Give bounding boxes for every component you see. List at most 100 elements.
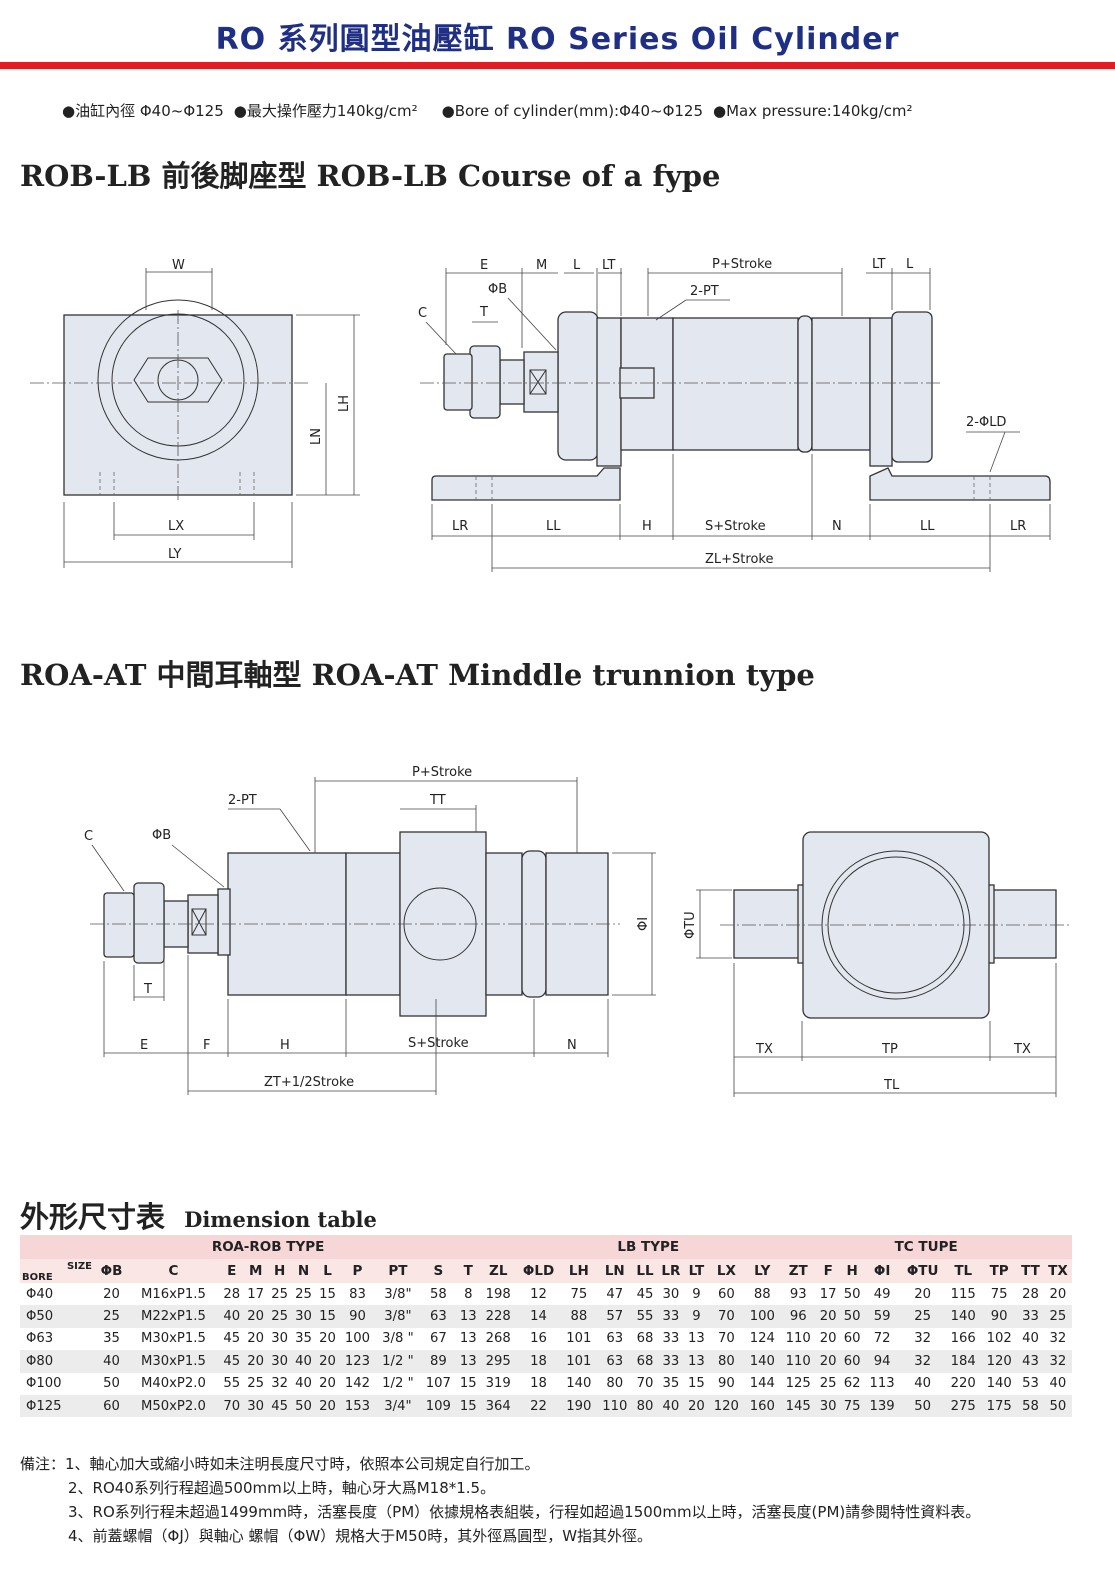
lb-front-plate xyxy=(596,317,622,467)
table-cell: 364 xyxy=(480,1394,517,1418)
table-cell: 63 xyxy=(596,1350,633,1373)
table-cell: 49 xyxy=(864,1283,901,1306)
lb-drawing: W LX LY LN LH xyxy=(30,257,1051,572)
table-cell: 90 xyxy=(339,1305,376,1328)
column-header: C xyxy=(127,1259,220,1283)
table-cell: 20 xyxy=(96,1283,128,1306)
note-4: 4、前蓋螺帽（ΦJ）與軸心 螺帽（ΦW）規格大于M50時，其外徑爲圓型，W指其外… xyxy=(68,1527,653,1545)
table-cell: 25 xyxy=(816,1372,841,1395)
table-cell: 3/8" xyxy=(375,1283,421,1306)
table-cell: 50 xyxy=(1043,1394,1072,1418)
table-cell: 96 xyxy=(780,1305,817,1328)
table-cell: 175 xyxy=(981,1394,1018,1418)
table-cell: 40 xyxy=(96,1350,128,1373)
table-cell: 15 xyxy=(315,1283,340,1306)
bore-cell: Φ50 xyxy=(20,1305,96,1328)
table-cell: 18 xyxy=(516,1350,561,1373)
table-cell: 32 xyxy=(900,1350,946,1373)
table-title-cn: 外形尺寸表 xyxy=(20,1200,166,1234)
table-cell: 68 xyxy=(632,1350,658,1373)
page-title: RO 系列圓型油壓缸 RO Series Oil Cylinder xyxy=(215,22,900,57)
table-cell: 102 xyxy=(981,1327,1018,1351)
label-l-rear: L xyxy=(906,257,914,272)
table-cell: 25 xyxy=(243,1372,268,1395)
lb-rear-flange xyxy=(891,311,933,463)
table-cell: 50 xyxy=(900,1394,946,1418)
table-cell: 33 xyxy=(657,1327,685,1351)
leader-phi-b xyxy=(507,297,557,351)
bore-cell: Φ63 xyxy=(20,1327,96,1351)
column-header: LH xyxy=(560,1259,597,1283)
table-cell: 70 xyxy=(632,1372,658,1395)
table-cell: 140 xyxy=(744,1350,781,1373)
table-cell: 16 xyxy=(516,1327,561,1351)
label-lr-rear: LR xyxy=(1010,519,1026,534)
at-rod-flat-x xyxy=(191,908,207,936)
label-e: E xyxy=(480,258,488,273)
spec-bore-cn: ●油缸內徑 Φ40~Φ125 xyxy=(62,102,224,120)
table-cell: 14 xyxy=(516,1305,561,1328)
size-bore-cell: SIZE BORE xyxy=(20,1259,96,1283)
table-cell: 3/4" xyxy=(375,1394,421,1418)
label-m: M xyxy=(536,258,547,273)
group-lb: LB TYPE xyxy=(516,1235,781,1259)
table-cell: 184 xyxy=(945,1350,982,1373)
at-trunnion-pin-left xyxy=(733,889,803,959)
leader-phi-b xyxy=(171,844,225,888)
table-cell: 125 xyxy=(780,1372,817,1395)
table-cell: 50 xyxy=(840,1283,865,1306)
at-side-view: P+Stroke TT 2-PT C ΦB ΦI T E F H S+ xyxy=(84,765,656,1095)
column-header: TT xyxy=(1017,1259,1044,1283)
label-e: E xyxy=(140,1038,148,1053)
label-c: C xyxy=(418,306,427,321)
label-phi-tu: ΦTU xyxy=(683,911,698,939)
table-cell: 123 xyxy=(339,1350,376,1373)
table-cell: 100 xyxy=(339,1327,376,1351)
column-header: ZT xyxy=(780,1259,817,1283)
label-f: F xyxy=(203,1038,210,1053)
table-cell: 94 xyxy=(864,1350,901,1373)
lb-front-foot xyxy=(431,467,621,501)
table-cell: 13 xyxy=(684,1327,709,1351)
table-cell: 20 xyxy=(243,1305,268,1328)
table-cell: 1/2 " xyxy=(375,1372,421,1395)
table-cell: M40xP2.0 xyxy=(127,1372,220,1395)
table-cell: 40 xyxy=(219,1305,244,1328)
label-ll: LL xyxy=(546,519,561,534)
table-cell: 20 xyxy=(1043,1283,1072,1306)
table-cell: 90 xyxy=(708,1372,745,1395)
column-header: LL xyxy=(632,1259,658,1283)
section-title-at: ROA-AT 中間耳軸型 ROA-AT Minddle trunnion typ… xyxy=(20,658,815,692)
column-header: H xyxy=(840,1259,865,1283)
table-cell: 13 xyxy=(456,1305,481,1328)
table-cell: 40 xyxy=(657,1394,685,1418)
column-header: PT xyxy=(375,1259,421,1283)
table-cell: 30 xyxy=(657,1283,685,1306)
table-cell: 3/8" xyxy=(375,1305,421,1328)
table-cell: 70 xyxy=(708,1327,745,1351)
table-cell: 60 xyxy=(840,1327,865,1351)
table-cell: 25 xyxy=(267,1305,292,1328)
table-cell: M30xP1.5 xyxy=(127,1327,220,1351)
table-cell: 30 xyxy=(243,1394,268,1418)
table-cell: 58 xyxy=(1017,1394,1044,1418)
lb-ring xyxy=(797,315,813,453)
label-p-stroke: P+Stroke xyxy=(712,257,772,272)
label-h: H xyxy=(642,519,652,534)
table-cell: 12 xyxy=(516,1283,561,1306)
table-cell: 15 xyxy=(456,1394,481,1418)
table-cell: 88 xyxy=(744,1283,781,1306)
table-cell: 101 xyxy=(560,1350,597,1373)
table-cell: 40 xyxy=(1017,1327,1044,1351)
column-header: LT xyxy=(684,1259,709,1283)
lb-front-flange xyxy=(557,311,599,461)
table-cell: 124 xyxy=(744,1327,781,1351)
column-header: ΦI xyxy=(864,1259,901,1283)
table-cell: 268 xyxy=(480,1327,517,1351)
table-cell: 75 xyxy=(981,1283,1018,1306)
table-cell: 45 xyxy=(632,1283,658,1306)
label-c: C xyxy=(84,829,93,844)
label-phi-b: ΦB xyxy=(488,282,507,297)
table-cell: 28 xyxy=(219,1283,244,1306)
